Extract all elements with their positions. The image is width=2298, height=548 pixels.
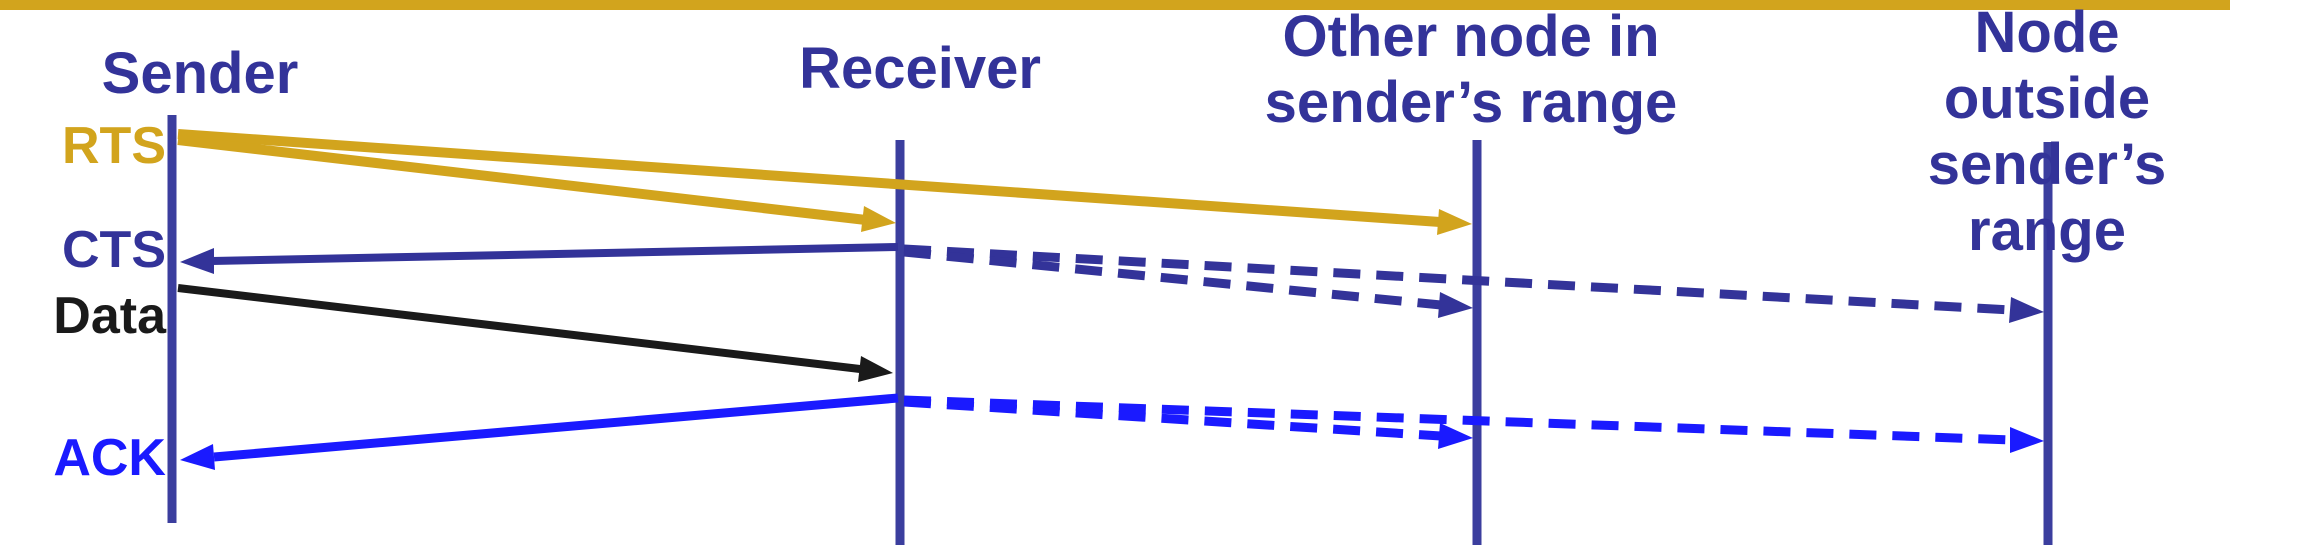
cts-dashed-to-other-node-arrowhead: [1438, 292, 1473, 318]
ack-dashed-to-outside-node-shaft: [903, 395, 2013, 445]
column-header-receiver: Receiver: [799, 36, 1041, 101]
cts-dashed-to-other-node-arrow: [903, 247, 1473, 318]
cts-dashed-to-outside-node-arrowhead: [2009, 297, 2044, 323]
rts-to-receiver-arrowhead: [861, 206, 896, 232]
data-to-receiver-shaft: [177, 284, 861, 373]
ack-to-sender-arrow: [180, 393, 899, 470]
ack-dashed-to-other-node-arrow: [903, 397, 1473, 449]
data-to-receiver-arrow: [177, 284, 893, 382]
data-to-receiver-arrowhead: [858, 356, 893, 382]
ack-dashed-to-outside-node-arrow: [903, 395, 2044, 453]
column-header-outside-node: Node outside sender’s range: [1927, 0, 2167, 263]
rts-to-other-node-arrowhead: [1437, 209, 1472, 235]
ack-dashed-to-other-node-shaft: [903, 397, 1442, 441]
ack-to-sender-arrowhead: [180, 444, 215, 470]
column-header-sender: Sender: [101, 41, 299, 106]
message-label-data: Data: [53, 287, 166, 345]
rts-to-other-node-arrow: [177, 129, 1472, 235]
rts-to-other-node-shaft: [177, 129, 1441, 227]
ack-dashed-to-other-node-arrowhead: [1438, 423, 1473, 449]
cts-dashed-to-outside-node-shaft: [903, 244, 2013, 315]
message-label-cts: CTS: [62, 221, 166, 279]
cts-dashed-to-other-node-shaft: [903, 247, 1442, 310]
cts-dashed-to-outside-node-arrow: [903, 244, 2044, 323]
rts-to-receiver-arrow: [177, 135, 896, 232]
message-label-ack: ACK: [53, 429, 166, 487]
cts-to-sender-arrowhead: [180, 248, 214, 274]
ack-dashed-to-outside-node-arrowhead: [2010, 427, 2044, 453]
rts-to-receiver-shaft: [177, 135, 867, 225]
cts-to-sender-arrow: [180, 243, 899, 274]
message-label-rts: RTS: [62, 117, 166, 175]
cts-to-sender-shaft: [211, 243, 899, 265]
slide-top-border: [0, 0, 2230, 10]
column-header-other-node: Other node in sender’s range: [1264, 4, 1678, 135]
ack-to-sender-shaft: [213, 393, 899, 462]
